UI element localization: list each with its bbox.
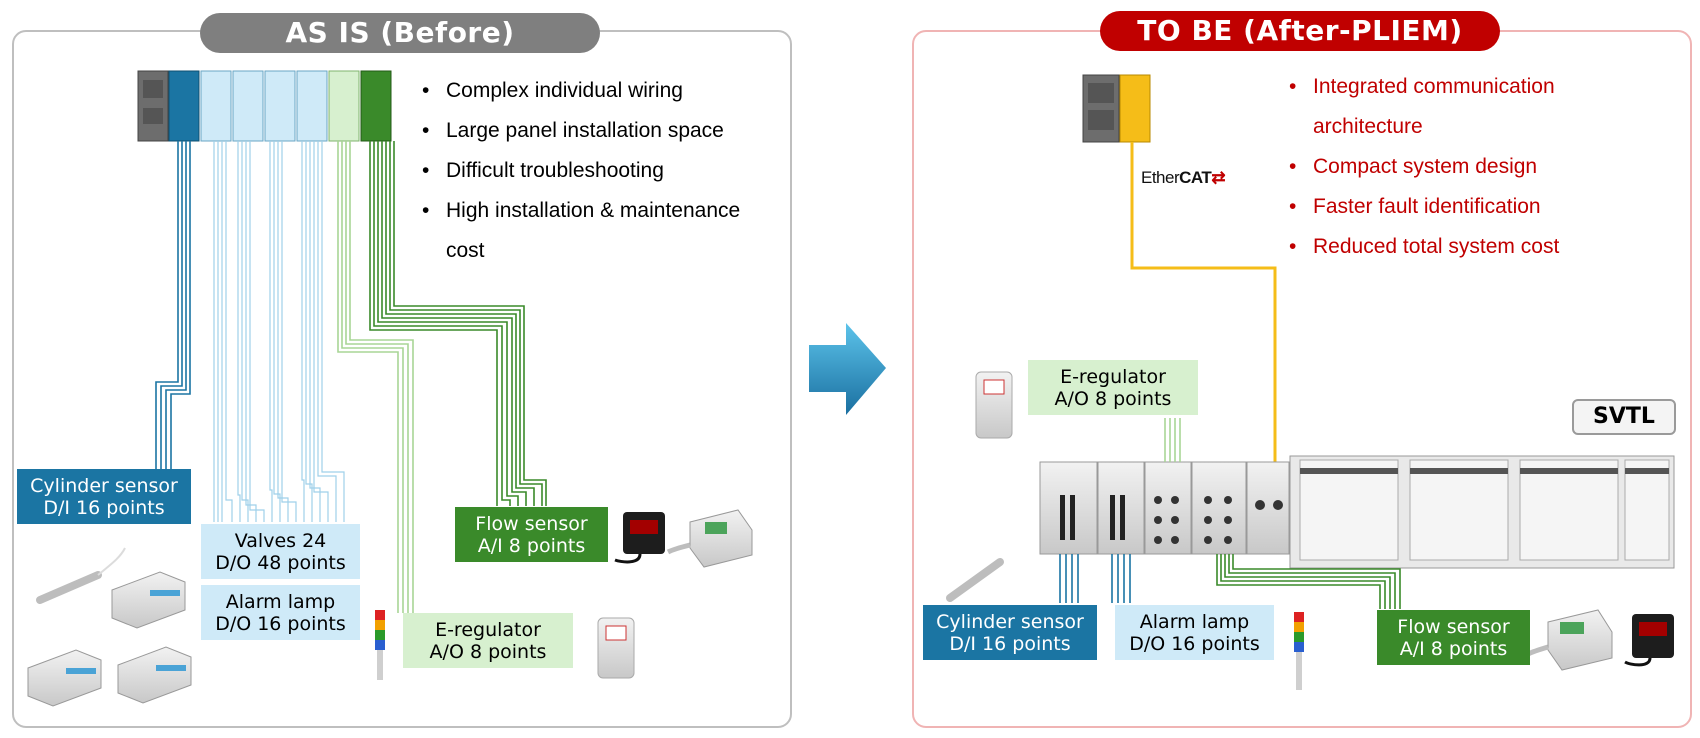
bullet-item: Faster fault identification [1287, 187, 1607, 227]
label-line: A/O 8 points [429, 640, 547, 663]
before-bullet-list: Complex individual wiring Large panel in… [420, 71, 780, 271]
e-regulator-device-icon [975, 371, 1013, 439]
ai-bus-wiring [1216, 554, 1401, 609]
ethercat-logo-text: Ether [1141, 168, 1180, 187]
plc-controller-icon [1082, 74, 1151, 143]
after-title: TO BE (After-PLIEM) [1100, 11, 1500, 51]
di-wiring [155, 141, 191, 470]
bullet-item: Reduced total system cost [1287, 227, 1607, 267]
ethercat-logo-text-bold: CAT [1179, 168, 1212, 187]
label-line: Valves 24 [234, 529, 327, 552]
do-bus-wiring [1111, 554, 1131, 603]
bullet-item: High installation & maintenance cost [420, 191, 780, 271]
label-line: Flow sensor [475, 512, 588, 535]
cylinder-sensor-icon [36, 547, 126, 604]
bullet-item: Difficult troubleshooting [420, 151, 780, 191]
signal-tower-icon [375, 610, 385, 680]
ethercat-arrows-icon: ⇄ [1211, 168, 1226, 187]
label-line: D/O 16 points [215, 612, 346, 635]
regulator-icon [597, 617, 635, 679]
io-module-icon [1039, 461, 1290, 555]
cylinder-sensor-icon [946, 558, 1004, 602]
label-line: A/O 8 points [1054, 387, 1172, 410]
label-line: Flow sensor [1397, 615, 1510, 638]
label-line: A/I 8 points [477, 534, 586, 557]
flow-sensor-display-icon [1624, 614, 1674, 667]
flow-meter-icon [1526, 609, 1613, 671]
bullet-item: Complex individual wiring [420, 71, 780, 111]
signal-tower-icon [1294, 612, 1304, 690]
ao-bus-wiring [1164, 418, 1181, 462]
before-cylinder-sensor-label: Cylinder sensor D/I 16 points [17, 469, 191, 524]
before-title: AS IS (Before) [200, 13, 600, 53]
valve-manifold-icon [27, 571, 192, 707]
label-line: D/I 16 points [949, 632, 1071, 655]
before-valves-label: Valves 24 D/O 48 points [201, 524, 360, 579]
label-line: Cylinder sensor [936, 610, 1084, 633]
after-flow-sensor-label: Flow sensor A/I 8 points [1377, 610, 1530, 665]
ethercat-logo: EtherCAT⇄ [1141, 168, 1226, 188]
bullet-item: Integrated communication architecture [1287, 67, 1607, 147]
ai-wiring [369, 141, 547, 506]
do-wiring [213, 141, 345, 522]
label-line: E-regulator [1060, 365, 1166, 388]
flow-meter-icon [666, 509, 753, 568]
after-cylinder-sensor-label: Cylinder sensor D/I 16 points [923, 605, 1097, 660]
label-line: D/I 16 points [43, 496, 165, 519]
before-flow-sensor-label: Flow sensor A/I 8 points [455, 507, 608, 562]
plc-rack-icon [137, 70, 392, 142]
ethercat-cable [1130, 142, 1277, 465]
label-line: D/O 48 points [215, 551, 346, 574]
di-bus-wiring [1059, 554, 1079, 603]
flow-sensor-display-icon [614, 512, 665, 564]
svtl-label: SVTL [1572, 399, 1676, 435]
bullet-item: Large panel installation space [420, 111, 780, 151]
before-alarm-lamp-label: Alarm lamp D/O 16 points [201, 585, 360, 640]
label-line: Alarm lamp [225, 590, 336, 613]
after-e-regulator-label: E-regulator A/O 8 points [1028, 360, 1198, 415]
before-e-regulator-label: E-regulator A/O 8 points [403, 613, 573, 668]
after-bullet-list: Integrated communication architecture Co… [1287, 67, 1607, 267]
after-alarm-lamp-label: Alarm lamp D/O 16 points [1115, 605, 1274, 660]
arrow-right-icon [809, 323, 886, 415]
label-line: Alarm lamp [1139, 610, 1250, 633]
svtl-valve-manifold-icon [1289, 455, 1675, 569]
ao-wiring [337, 141, 414, 613]
label-line: A/I 8 points [1399, 637, 1508, 660]
label-line: Cylinder sensor [30, 474, 178, 497]
label-line: D/O 16 points [1129, 632, 1260, 655]
bullet-item: Compact system design [1287, 147, 1607, 187]
label-line: E-regulator [435, 618, 541, 641]
